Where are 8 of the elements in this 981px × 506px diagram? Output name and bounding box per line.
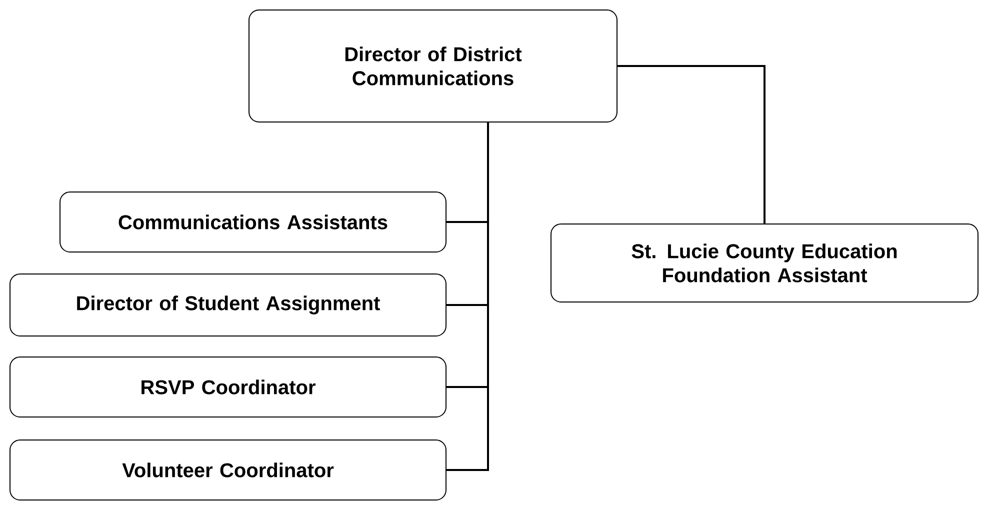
position-box: RSVP Coordinator (10, 356, 446, 418)
position-box: Volunteer Coordinator (10, 440, 446, 500)
position-box: Communications Assistants (60, 192, 446, 252)
position-box: St. Lucie County Education Foundation Assistant (550, 224, 979, 302)
connector-line (618, 65, 766, 224)
position-box: Director of District Communications (248, 10, 618, 122)
connector-line (446, 122, 489, 471)
position-box: Director of Student Assignment (10, 274, 446, 336)
